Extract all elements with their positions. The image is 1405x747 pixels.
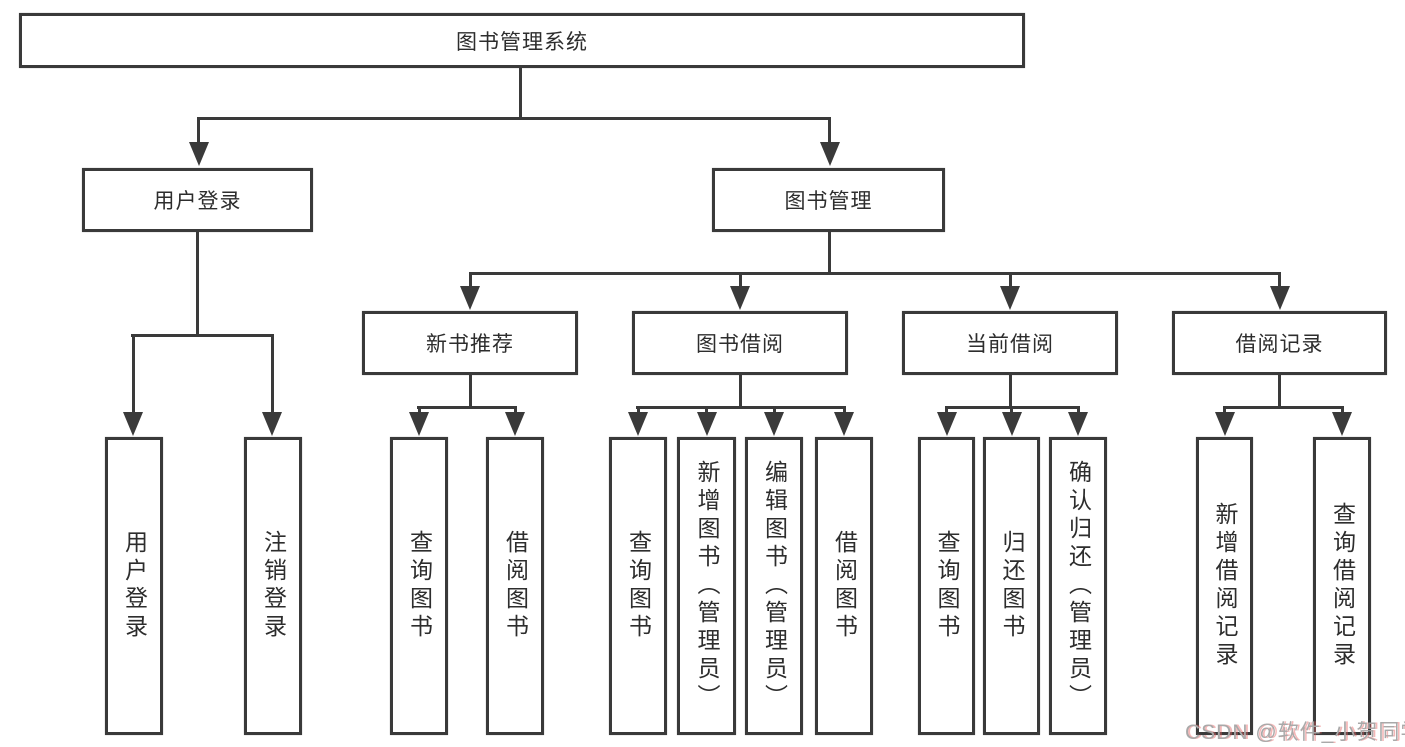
connector-line [738,373,742,408]
connector-line [270,335,274,415]
connector-line [1278,373,1281,408]
connector-line [1008,373,1012,408]
connector-line [828,118,831,146]
node-new-book-recommend: 新书推荐 [362,311,578,375]
leaf-query-books-borrowing: 查询图书 [609,437,667,735]
arrow-down-icon [1269,286,1290,310]
arrow-down-icon [409,412,429,436]
arrow-down-icon [764,412,784,436]
leaf-confirm-return-admin: 确认归还（管理员） [1049,437,1107,735]
leaf-return-book: 归还图书 [983,437,1040,735]
node-book-borrowing: 图书借阅 [632,311,848,375]
node-label: 新书推荐 [426,333,514,356]
node-book-management: 图书管理 [712,168,945,232]
leaf-label: 借阅图书 [502,530,529,642]
leaf-label: 编辑图书（管理员） [761,460,788,712]
connector-line [738,273,742,291]
arrow-down-icon [730,286,750,310]
leaf-label: 查询借阅记录 [1329,502,1356,670]
leaf-user-login: 用户登录 [105,437,163,735]
arrow-down-icon [1000,286,1020,310]
connector-line [468,273,472,291]
leaf-label: 查询图书 [406,530,433,642]
arrow-down-icon [1332,412,1352,436]
connector-line [828,230,831,274]
node-label: 借阅记录 [1235,333,1324,356]
connector-line [197,117,831,120]
leaf-borrow-books-recommend: 借阅图书 [486,437,544,735]
arrow-down-icon [505,412,525,436]
connector-line [196,230,199,337]
leaf-add-borrow-record: 新增借阅记录 [1196,437,1253,735]
csdn-watermark: CSDN @软件_小贺同学 [1185,721,1405,744]
connector-line [1223,406,1344,409]
leaf-label: 新增图书（管理员） [694,460,720,712]
leaf-query-books-current: 查询图书 [918,437,975,735]
arrow-down-icon [936,412,957,436]
leaf-label: 注销登录 [260,530,287,642]
leaf-label: 查询图书 [934,530,960,642]
leaf-label: 用户登录 [121,530,148,642]
leaf-query-borrow-record: 查询借阅记录 [1313,437,1371,735]
connector-line [1008,273,1012,291]
node-current-borrowing: 当前借阅 [902,311,1118,375]
connector-line [468,272,1281,275]
leaf-label: 确认归还（管理员） [1065,460,1092,712]
connector-line [519,66,522,119]
connector-line [131,334,274,337]
node-label: 图书管理 [784,190,873,213]
arrow-down-icon [819,142,840,166]
leaf-label: 借阅图书 [831,530,858,642]
arrow-down-icon [1214,412,1235,436]
arrow-down-icon [1068,412,1088,436]
node-label: 图书管理系统 [456,30,588,54]
arrow-down-icon [1001,412,1022,436]
connector-line [468,373,472,408]
connector-line [417,406,517,409]
connector-line [1278,273,1281,291]
leaf-borrow-books-borrowing: 借阅图书 [815,437,873,735]
connector-line [197,118,200,146]
node-user-login: 用户登录 [82,168,313,232]
arrow-down-icon [460,286,480,310]
arrow-down-icon [628,412,648,436]
arrow-down-icon [696,412,717,436]
arrow-down-icon [262,412,282,436]
leaf-add-book-admin: 新增图书（管理员） [677,437,736,735]
leaf-query-books-recommend: 查询图书 [390,437,448,735]
node-label: 当前借阅 [966,333,1054,356]
connector-line [131,335,135,415]
connector-line [636,406,846,409]
arrow-down-icon [123,412,143,436]
arrow-down-icon [834,412,854,436]
leaf-edit-book-admin: 编辑图书（管理员） [745,437,803,735]
leaf-label: 归还图书 [999,530,1025,642]
arrow-down-icon [188,142,209,166]
node-borrow-records: 借阅记录 [1172,311,1387,375]
leaf-logout: 注销登录 [244,437,302,735]
node-label: 图书借阅 [696,333,784,356]
leaf-label: 新增借阅记录 [1212,502,1238,670]
leaf-label: 查询图书 [625,530,652,642]
node-label: 用户登录 [153,190,242,213]
node-root-library-system: 图书管理系统 [19,13,1025,68]
